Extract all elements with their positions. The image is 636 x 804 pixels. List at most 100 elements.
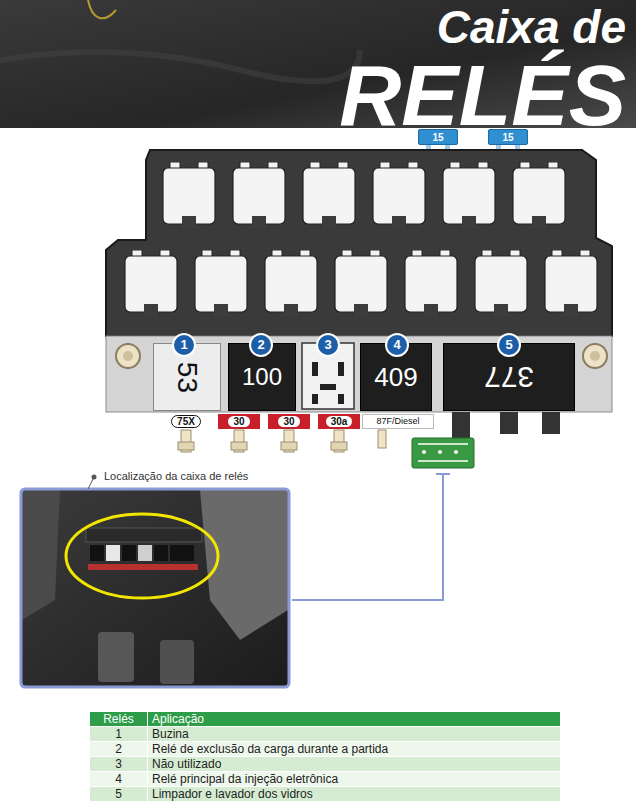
relay-pin xyxy=(500,412,518,434)
label-leader xyxy=(88,479,93,489)
photo-wires xyxy=(86,528,202,542)
relay-pin xyxy=(338,394,344,404)
relay-socket xyxy=(265,250,317,316)
relay-socket xyxy=(125,250,177,316)
terminal-tag-text: 87F/Diesel xyxy=(376,417,419,427)
board-dot xyxy=(422,450,426,454)
location-label: Localização da caixa de relés xyxy=(100,469,290,483)
photo-relay xyxy=(122,545,136,561)
fuse: 15 xyxy=(488,129,528,145)
relay-socket xyxy=(195,250,247,316)
relay-box-housing xyxy=(106,150,612,336)
terminal-nut xyxy=(281,442,297,450)
relay-pin xyxy=(452,412,470,438)
fuse: 15 xyxy=(418,129,458,145)
photo-dash-panel xyxy=(200,490,288,640)
relay-pin xyxy=(320,384,336,390)
terminal-tag-text: 75X xyxy=(171,415,201,428)
callout-number-text: 1 xyxy=(180,338,187,352)
label-dot xyxy=(92,475,97,480)
terminal-nut xyxy=(231,442,247,450)
terminal-tag: 75X xyxy=(166,414,206,429)
callout-number-text: 5 xyxy=(505,338,512,352)
photo-pedal xyxy=(98,632,134,682)
photo-column xyxy=(22,490,60,620)
photo-frame xyxy=(21,489,289,687)
carpet-texture xyxy=(0,50,360,81)
table-cell: 1 xyxy=(90,727,147,741)
photo-pedal xyxy=(160,640,194,684)
relay-strip xyxy=(106,336,612,412)
table-cell: Buzina xyxy=(148,727,560,741)
callout-number-text: 2 xyxy=(257,338,264,352)
table-header: Aplicação xyxy=(148,712,560,726)
relay-pin xyxy=(338,362,344,376)
board-strip xyxy=(418,443,468,445)
relay-socket xyxy=(475,250,527,316)
table-header: Relés xyxy=(90,712,147,726)
terminal-tag: 30 xyxy=(218,414,260,429)
photo-relay xyxy=(170,545,194,561)
circuit-board xyxy=(412,438,474,468)
relay-socket xyxy=(163,162,215,228)
callout-number: 4 xyxy=(385,333,409,357)
relay-pin xyxy=(312,394,318,404)
table-cell: 2 xyxy=(90,742,147,756)
callout-number: 1 xyxy=(172,333,196,357)
mounting-bolt xyxy=(123,351,133,361)
callout-number: 5 xyxy=(497,333,521,357)
terminal-nut xyxy=(331,442,347,450)
leader-line xyxy=(292,474,443,600)
photo-relay xyxy=(138,545,152,561)
callout-number-text: 3 xyxy=(324,338,331,352)
relay-socket xyxy=(405,250,457,316)
relay-text: 409 xyxy=(374,363,417,392)
wire xyxy=(88,0,116,18)
terminal-tag-text: 30a xyxy=(326,416,353,427)
table-cell: Relé de exclusão da carga durante a part… xyxy=(148,742,560,756)
callout-number-text: 4 xyxy=(393,338,400,352)
relay-pin xyxy=(312,362,318,376)
table-cell: 5 xyxy=(90,787,147,801)
relay-pin xyxy=(542,412,560,434)
table-cell: Não utilizado xyxy=(148,757,560,771)
relay-socket xyxy=(443,162,495,228)
terminal-tag: 87F/Diesel xyxy=(362,414,434,429)
board-strip xyxy=(418,460,468,462)
terminal-stud xyxy=(378,430,386,448)
photo-background xyxy=(22,490,288,686)
callout-number: 2 xyxy=(249,333,273,357)
relay-socket xyxy=(373,162,425,228)
relay-socket xyxy=(545,250,597,316)
relay-socket xyxy=(335,250,387,316)
highlight-ellipse xyxy=(66,514,218,598)
relay-socket xyxy=(513,162,565,228)
board-dot xyxy=(438,450,442,454)
mounting-bolt xyxy=(583,344,607,368)
photo-relay xyxy=(154,545,168,561)
terminal-tag-text: 30 xyxy=(228,416,249,427)
table-cell: 4 xyxy=(90,772,147,786)
terminal-tag: 30 xyxy=(268,414,310,429)
table-cell: Limpador e lavador dos vidros xyxy=(148,787,560,801)
photo-relay xyxy=(106,545,120,561)
mounting-bolt xyxy=(116,344,140,368)
relay-socket xyxy=(233,162,285,228)
board-dot xyxy=(454,450,458,454)
page-title: Caixa de RELÉS xyxy=(326,0,626,128)
terminal-nut xyxy=(178,442,194,450)
relay-text: 100 xyxy=(242,364,282,390)
terminal-tag: 30a xyxy=(318,414,360,429)
fuse-text: 15 xyxy=(432,132,443,143)
mounting-bolt xyxy=(590,351,600,361)
terminal-tag-text: 30 xyxy=(278,416,299,427)
table-cell: 3 xyxy=(90,757,147,771)
relay-socket xyxy=(303,162,355,228)
photo-fuse-strip xyxy=(88,564,198,570)
fuse-text: 15 xyxy=(502,132,513,143)
photo-relay xyxy=(90,545,104,561)
relay-text: 377 xyxy=(484,361,534,394)
callout-number: 3 xyxy=(316,333,340,357)
table-cell: Relé principal da injeção eletrônica xyxy=(148,772,560,786)
relay-text: 53 xyxy=(172,361,203,392)
